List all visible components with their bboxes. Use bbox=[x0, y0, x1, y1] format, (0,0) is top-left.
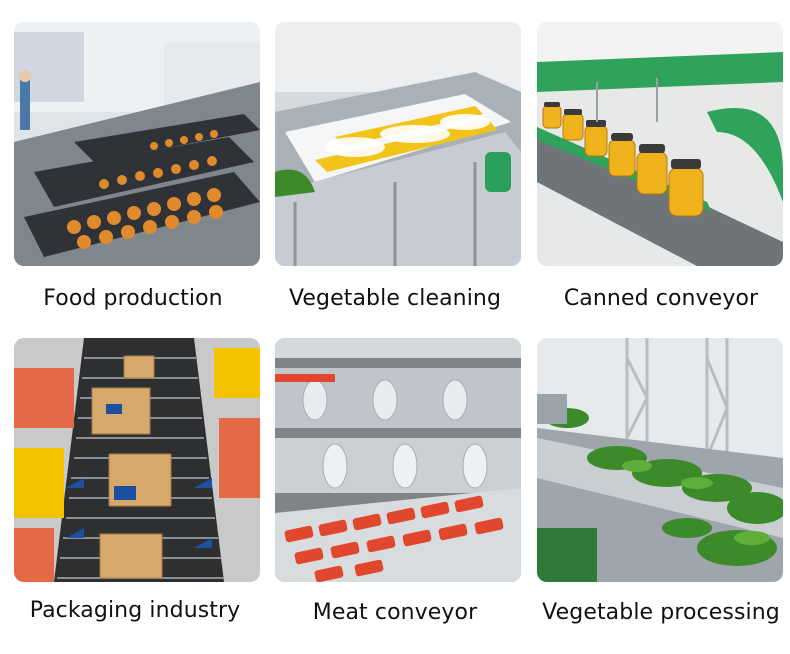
caption-food-production: Food production bbox=[43, 286, 223, 311]
photo-meat-conveyor bbox=[275, 338, 521, 582]
photo-food-production bbox=[14, 22, 260, 266]
caption-vegetable-cleaning: Vegetable cleaning bbox=[288, 286, 502, 311]
caption-meat-conveyor: Meat conveyor bbox=[312, 600, 478, 625]
caption-vegetable-processing: Vegetable processing bbox=[542, 600, 780, 625]
photo-canned-conveyor bbox=[537, 22, 783, 266]
vegetable-cleaning-image bbox=[275, 22, 521, 266]
caption-packaging-industry: Packaging industry bbox=[29, 598, 241, 623]
food-production-image bbox=[14, 22, 260, 266]
caption-canned-conveyor: Canned conveyor bbox=[563, 286, 759, 311]
packaging-industry-image bbox=[14, 338, 260, 582]
canned-conveyor-image bbox=[537, 22, 783, 266]
photo-packaging-industry bbox=[14, 338, 260, 582]
meat-conveyor-image bbox=[275, 338, 521, 582]
photo-vegetable-cleaning bbox=[275, 22, 521, 266]
photo-vegetable-processing bbox=[537, 338, 783, 582]
vegetable-processing-image bbox=[537, 338, 783, 582]
